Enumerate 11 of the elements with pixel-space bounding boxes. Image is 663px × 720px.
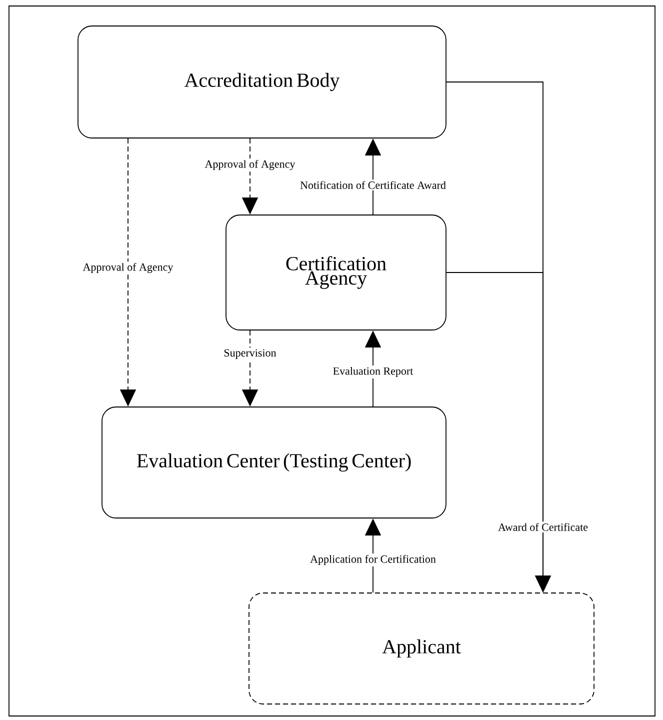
edge-label: Approval of Agency bbox=[203, 158, 297, 172]
edge-label: Supervision bbox=[222, 348, 278, 360]
edge-label: Notification of Certificate Award bbox=[298, 180, 448, 190]
rounded-box: Accreditation Body bbox=[78, 26, 446, 138]
dashed-box: Applicant bbox=[248, 592, 594, 704]
edge-label: Evaluation Report bbox=[331, 366, 415, 378]
edge-label: Approval of Agency bbox=[81, 261, 175, 275]
rounded-box: Evaluation Center (Testing Center) bbox=[102, 406, 446, 518]
edge-label: Award of Certificate bbox=[496, 522, 590, 532]
rounded-box: Certification Agency bbox=[226, 214, 446, 330]
edge-label: Application for Certification bbox=[308, 553, 438, 567]
